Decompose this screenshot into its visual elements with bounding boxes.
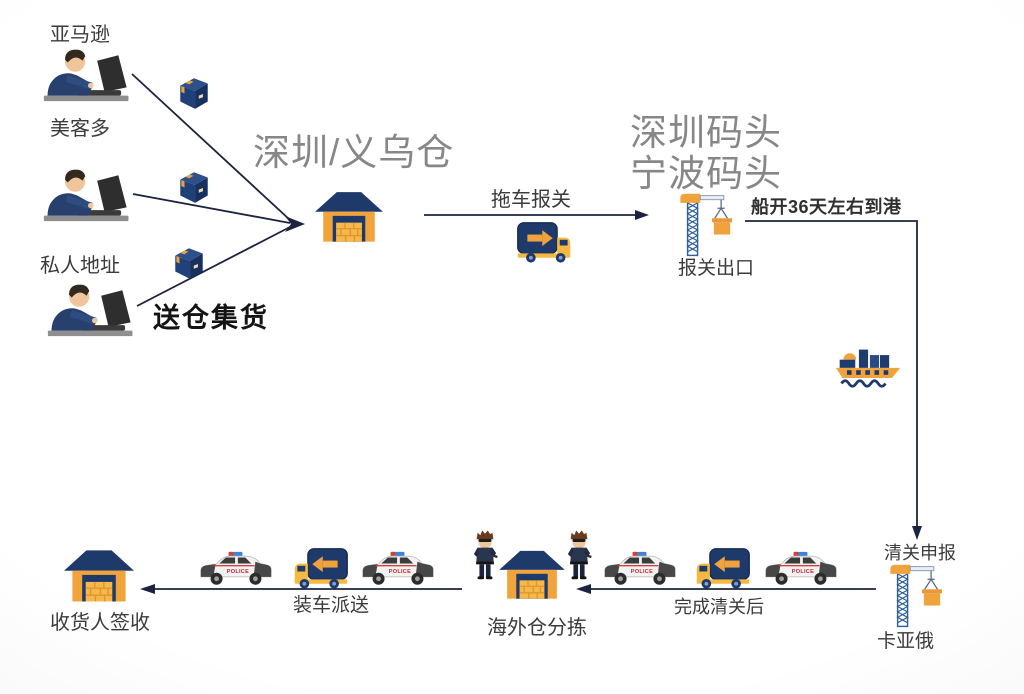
warehouse-icon: [315, 191, 383, 243]
delivery-truck-left-icon: [294, 548, 348, 589]
label-consolidation: 送仓集货: [153, 303, 269, 333]
package-box-icon: [180, 172, 208, 203]
police-car-icon: [604, 551, 676, 586]
package-box-icon: [180, 78, 208, 109]
warehouse-icon: [499, 550, 565, 600]
port-crane-icon: [679, 193, 732, 257]
label-export-declaration: 报关出口: [678, 258, 755, 279]
label-mercado: 美客多: [50, 118, 110, 140]
port-crane-icon: [889, 564, 942, 628]
person-at-laptop-icon: [43, 169, 129, 222]
label-hub-title: 深圳/义乌仓: [253, 132, 455, 173]
label-private-address: 私人地址: [40, 255, 120, 277]
label-port-line1: 深圳码头: [630, 112, 782, 153]
police-car-icon: [765, 551, 837, 586]
label-load-dispatch: 装车派送: [293, 595, 370, 616]
label-ship-transit: 船开36天左右到港: [751, 197, 902, 217]
delivery-truck-right-icon: [517, 222, 571, 263]
label-port-line2: 宁波码头: [630, 153, 782, 194]
label-consignee-receipt: 收货人签收: [50, 612, 150, 634]
security-guard-icon: [473, 530, 498, 580]
label-amazon: 亚马逊: [50, 24, 110, 46]
police-car-icon: [200, 551, 272, 586]
label-clearance-declaration: 清关申报: [884, 543, 956, 563]
cargo-ship-icon: [836, 348, 902, 388]
person-at-laptop-icon: [43, 49, 129, 102]
label-trailer-customs: 拖车报关: [491, 189, 571, 211]
police-car-icon: [362, 551, 434, 586]
warehouse-icon: [64, 549, 134, 603]
security-guard-icon: [567, 530, 592, 580]
delivery-truck-left-icon: [696, 548, 750, 589]
label-overseas-sorting: 海外仓分拣: [487, 617, 587, 639]
label-after-clearance: 完成清关后: [674, 597, 764, 617]
person-at-laptop-icon: [47, 284, 133, 337]
label-port-title: 深圳码头 宁波码头: [630, 112, 782, 194]
package-box-icon: [175, 248, 203, 279]
label-destination-port: 卡亚俄: [877, 631, 935, 652]
